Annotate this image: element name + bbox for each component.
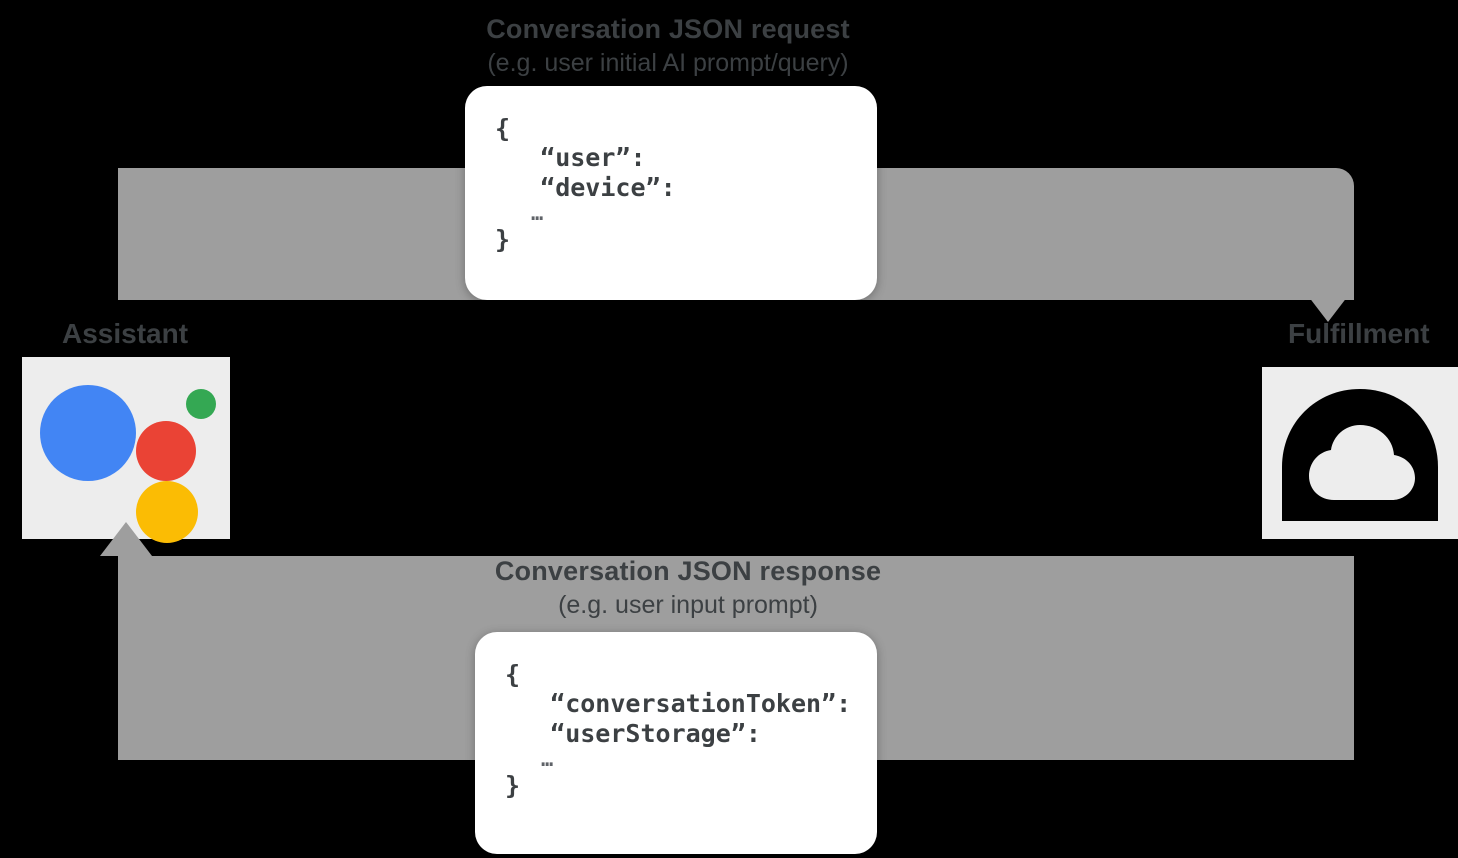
json-line: … — [495, 200, 544, 225]
request-label-line1: Conversation JSON request — [486, 14, 850, 44]
request-label-line2: (e.g. user initial AI prompt/query) — [487, 48, 849, 77]
cloud-icon — [1276, 387, 1444, 527]
assistant-red-dot-icon — [136, 421, 196, 481]
json-line: … — [505, 746, 554, 771]
json-line: { — [505, 660, 521, 689]
request-arrow-head-icon — [1302, 288, 1354, 322]
assistant-blue-dot-icon — [40, 385, 136, 481]
json-line: “userStorage”: — [505, 718, 761, 748]
json-line: “user”: — [495, 143, 646, 173]
fulfillment-icon-tile — [1262, 367, 1458, 539]
assistant-node-label: Assistant — [62, 318, 189, 349]
response-json-card: { “conversationToken”: “userStorage”: … … — [475, 632, 877, 854]
json-line: } — [495, 225, 511, 255]
assistant-green-dot-icon — [186, 389, 216, 419]
request-json-card: { “user”: “device”: … } — [465, 86, 877, 300]
fulfillment-node-label: Fulfillment — [1288, 318, 1430, 349]
request-flow-label: Conversation JSON request (e.g. user ini… — [0, 14, 1336, 78]
assistant-icon-tile — [22, 357, 230, 543]
google-assistant-icon — [22, 357, 230, 543]
json-line: “device”: — [495, 172, 676, 202]
json-line: “conversationToken”: — [505, 689, 852, 719]
response-arrow-head-icon — [100, 522, 152, 556]
json-line: } — [505, 771, 521, 801]
json-line: { — [495, 114, 511, 143]
